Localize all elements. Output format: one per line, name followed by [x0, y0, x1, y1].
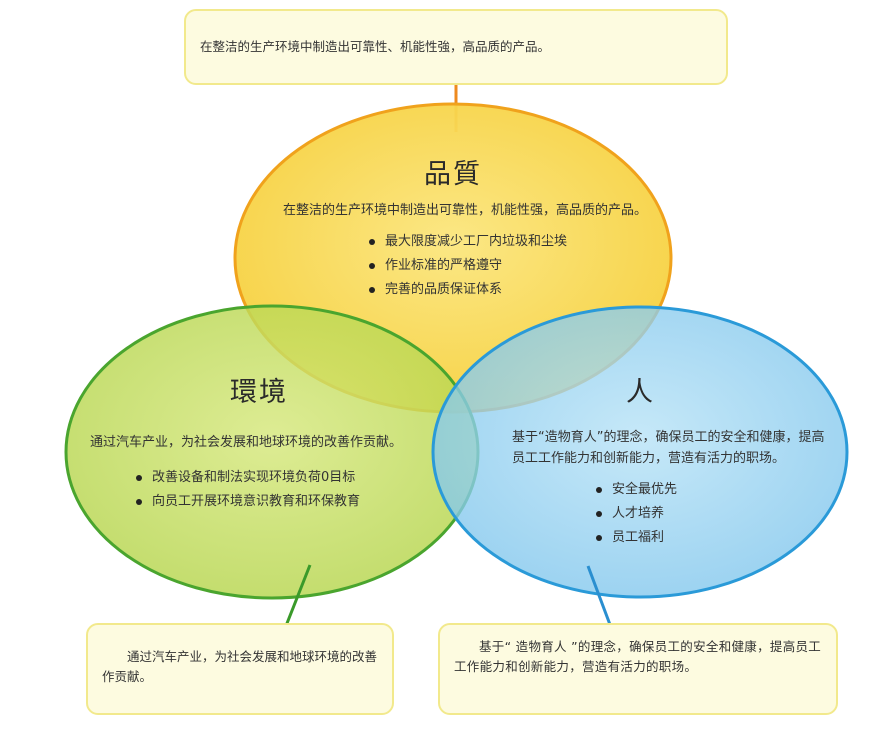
people-note-text: 基于“ 造物育人 ”的理念，确保员工的安全和健康，提高员工工作能力和创新能力，营…: [454, 639, 822, 674]
quality-description: 在整洁的生产环境中制造出可靠性，机能性强，高品质的产品。: [283, 203, 648, 218]
list-item: 作业标准的严格遵守: [369, 254, 567, 278]
environment-note-box: 通过汽车产业，为社会发展和地球环境的改善作贡献。: [86, 623, 394, 715]
environment-bullet-list: 改善设备和制法实现环境负荷0目标 向员工开展环境意识教育和环保教育: [136, 466, 360, 514]
people-description-line-2: 员工工作能力和创新能力，营造有活力的职场。: [512, 451, 786, 466]
people-note-box: 基于“ 造物育人 ”的理念，确保员工的安全和健康，提高员工工作能力和创新能力，营…: [438, 623, 838, 715]
people-bullet-list: 安全最优先 人才培养 员工福利: [596, 478, 677, 550]
people-title: 人: [626, 377, 655, 408]
people-circle: [431, 305, 849, 599]
top-note-text: 在整洁的生产环境中制造出可靠性、机能性強，高品质的产品。: [200, 39, 551, 54]
people-connector-line: [586, 565, 614, 631]
list-item: 员工福利: [596, 526, 677, 550]
list-item: 改善设备和制法实现环境负荷0目标: [136, 466, 360, 490]
list-item: 人才培养: [596, 502, 677, 526]
list-item: 最大限度减少工厂内垃圾和尘埃: [369, 230, 567, 254]
people-description-line-1: 基于“造物育人”的理念，确保员工的安全和健康，提高: [512, 430, 825, 445]
quality-title: 品質: [424, 159, 482, 190]
environment-description: 通过汽车产业，为社会发展和地球环境的改善作贡献。: [90, 435, 403, 450]
list-item: 向员工开展环境意识教育和环保教育: [136, 490, 360, 514]
people-description: 基于“造物育人”的理念，确保员工的安全和健康，提高 员工工作能力和创新能力，营造…: [512, 427, 824, 469]
environment-title: 環境: [230, 377, 288, 408]
list-item: 安全最优先: [596, 478, 677, 502]
environment-note-text: 通过汽车产业，为社会发展和地球环境的改善作贡献。: [102, 649, 378, 684]
list-item: 完善的品质保证体系: [369, 278, 567, 302]
top-note-box: 在整洁的生产环境中制造出可靠性、机能性強，高品质的产品。: [184, 9, 728, 85]
quality-bullet-list: 最大限度减少工厂内垃圾和尘埃 作业标准的严格遵守 完善的品质保证体系: [369, 230, 567, 302]
